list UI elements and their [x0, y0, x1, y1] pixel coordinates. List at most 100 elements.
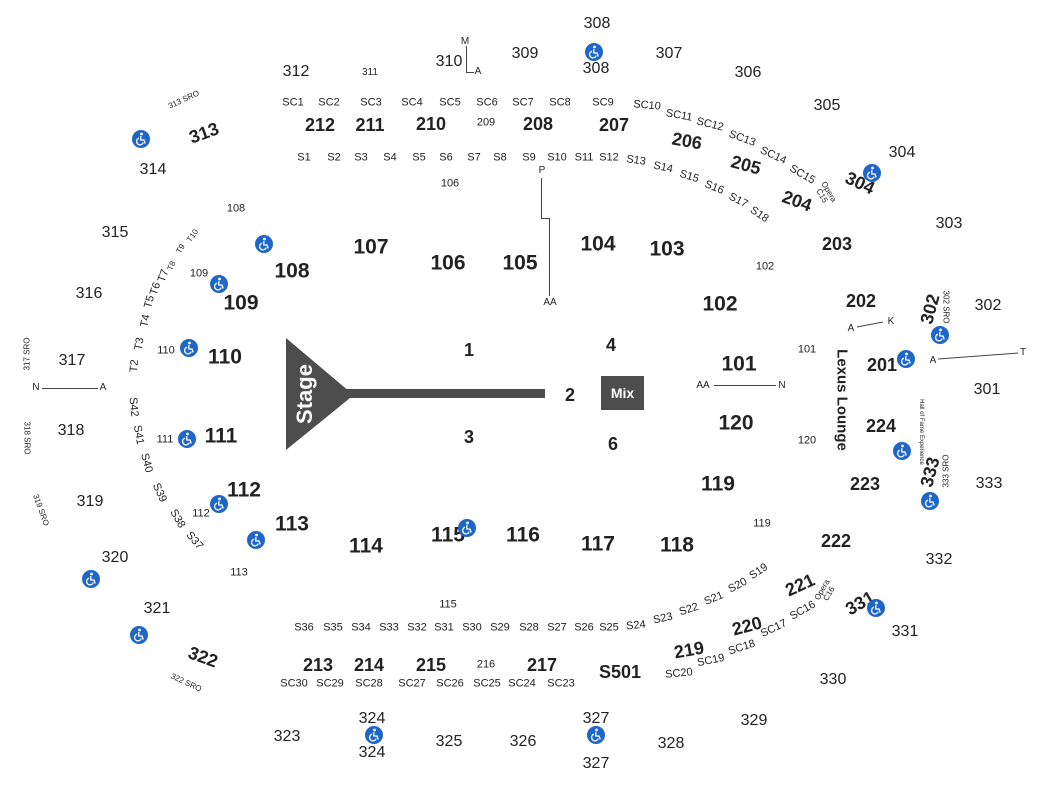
suite-s27[interactable]: S27	[547, 621, 567, 634]
section-112[interactable]: 112	[227, 478, 261, 502]
section-108[interactable]: 108	[274, 259, 310, 283]
suite-s1[interactable]: S1	[297, 151, 311, 164]
suite-309[interactable]: 309	[511, 45, 539, 62]
section-118[interactable]: 118	[660, 533, 694, 557]
floor-section-4[interactable]: 4	[605, 335, 617, 355]
suite-331[interactable]: 331	[891, 623, 919, 640]
section-207[interactable]: 207	[598, 115, 630, 135]
suite-sc25[interactable]: SC25	[473, 677, 501, 690]
suite-311[interactable]: 311	[362, 67, 378, 78]
suite-sc24[interactable]: SC24	[508, 677, 536, 690]
suite-308-lower[interactable]: 308	[582, 60, 610, 77]
suite-303[interactable]: 303	[935, 215, 963, 232]
suite-325[interactable]: 325	[435, 733, 463, 750]
section-117[interactable]: 117	[581, 532, 615, 556]
section-223[interactable]: 223	[849, 474, 881, 494]
section-115[interactable]: 115	[431, 523, 465, 547]
suite-s24[interactable]: S24	[625, 618, 647, 633]
suite-s11[interactable]: S11	[574, 151, 594, 164]
section-222[interactable]: 222	[820, 531, 852, 551]
section-107[interactable]: 107	[353, 235, 389, 259]
suite-324-lower[interactable]: 324	[358, 744, 386, 761]
floor-section-6[interactable]: 6	[607, 434, 619, 454]
suite-sc28[interactable]: SC28	[355, 677, 383, 690]
suite-307[interactable]: 307	[655, 45, 683, 62]
suite-s36[interactable]: S36	[294, 621, 314, 634]
suite-317[interactable]: 317	[58, 352, 86, 369]
section-119[interactable]: 119	[701, 472, 735, 496]
section-102[interactable]: 102	[702, 292, 738, 316]
suite-305[interactable]: 305	[813, 97, 841, 114]
suite-s6[interactable]: S6	[439, 151, 453, 164]
section-111[interactable]: 111	[204, 424, 238, 448]
section-120[interactable]: 120	[718, 411, 754, 435]
suite-t2[interactable]: T2	[127, 359, 142, 373]
suite-s28[interactable]: S28	[519, 621, 539, 634]
suite-s35[interactable]: S35	[323, 621, 343, 634]
suite-sc27[interactable]: SC27	[398, 677, 426, 690]
suite-s29[interactable]: S29	[490, 621, 510, 634]
section-209[interactable]: 209	[476, 116, 496, 129]
suite-t3[interactable]: T3	[132, 336, 147, 352]
suite-s4[interactable]: S4	[383, 151, 397, 164]
section-103[interactable]: 103	[649, 237, 685, 261]
suite-301[interactable]: 301	[973, 381, 1001, 398]
suite-s12[interactable]: S12	[599, 151, 619, 164]
section-210[interactable]: 210	[415, 114, 447, 134]
suite-s42[interactable]: S42	[126, 396, 141, 418]
suite-s31[interactable]: S31	[434, 621, 454, 634]
suite-sc6[interactable]: SC6	[476, 96, 498, 109]
section-215[interactable]: 215	[415, 655, 447, 675]
suite-sc3[interactable]: SC3	[360, 96, 382, 109]
section-105[interactable]: 105	[502, 251, 538, 275]
suite-s32[interactable]: S32	[407, 621, 427, 634]
suite-304[interactable]: 304	[888, 144, 916, 161]
section-104[interactable]: 104	[580, 232, 616, 256]
suite-328[interactable]: 328	[657, 735, 685, 752]
suite-s7[interactable]: S7	[467, 151, 481, 164]
suite-s9[interactable]: S9	[522, 151, 536, 164]
section-214[interactable]: 214	[353, 655, 385, 675]
sro-318[interactable]: 318 SRO	[22, 421, 32, 455]
section-217[interactable]: 217	[526, 655, 558, 675]
section-212[interactable]: 212	[304, 115, 336, 135]
section-208[interactable]: 208	[522, 114, 554, 134]
floor-section-3[interactable]: 3	[463, 427, 475, 447]
suite-s2[interactable]: S2	[327, 151, 341, 164]
suite-330[interactable]: 330	[819, 671, 847, 688]
suite-318[interactable]: 318	[57, 422, 85, 439]
suite-s5[interactable]: S5	[412, 151, 426, 164]
section-213[interactable]: 213	[302, 655, 334, 675]
suite-sc5[interactable]: SC5	[439, 96, 461, 109]
section-s501[interactable]: S501	[598, 662, 642, 682]
sro-333[interactable]: 333 SRO	[941, 454, 951, 488]
suite-sc1[interactable]: SC1	[282, 96, 304, 109]
suite-s25[interactable]: S25	[599, 621, 619, 634]
section-113[interactable]: 113	[275, 512, 309, 536]
section-114[interactable]: 114	[349, 534, 383, 558]
suite-sc4[interactable]: SC4	[401, 96, 423, 109]
suite-319[interactable]: 319	[76, 493, 104, 510]
floor-section-2[interactable]: 2	[564, 385, 576, 405]
section-109[interactable]: 109	[223, 291, 259, 315]
suite-302[interactable]: 302	[974, 297, 1002, 314]
section-203[interactable]: 203	[821, 234, 853, 254]
suite-s33[interactable]: S33	[379, 621, 399, 634]
suite-329[interactable]: 329	[740, 712, 768, 729]
suite-s30[interactable]: S30	[462, 621, 482, 634]
section-101[interactable]: 101	[721, 352, 757, 376]
suite-sc9[interactable]: SC9	[592, 96, 614, 109]
section-202[interactable]: 202	[845, 291, 877, 311]
suite-s34[interactable]: S34	[351, 621, 371, 634]
suite-316[interactable]: 316	[75, 285, 103, 302]
suite-306[interactable]: 306	[734, 64, 762, 81]
suite-310[interactable]: 310	[435, 53, 463, 70]
suite-326[interactable]: 326	[509, 733, 537, 750]
suite-323[interactable]: 323	[273, 728, 301, 745]
section-224[interactable]: 224	[865, 416, 897, 436]
suite-315[interactable]: 315	[101, 224, 129, 241]
suite-312[interactable]: 312	[282, 63, 310, 80]
suite-s8[interactable]: S8	[493, 151, 507, 164]
suite-s41[interactable]: S41	[130, 424, 147, 446]
